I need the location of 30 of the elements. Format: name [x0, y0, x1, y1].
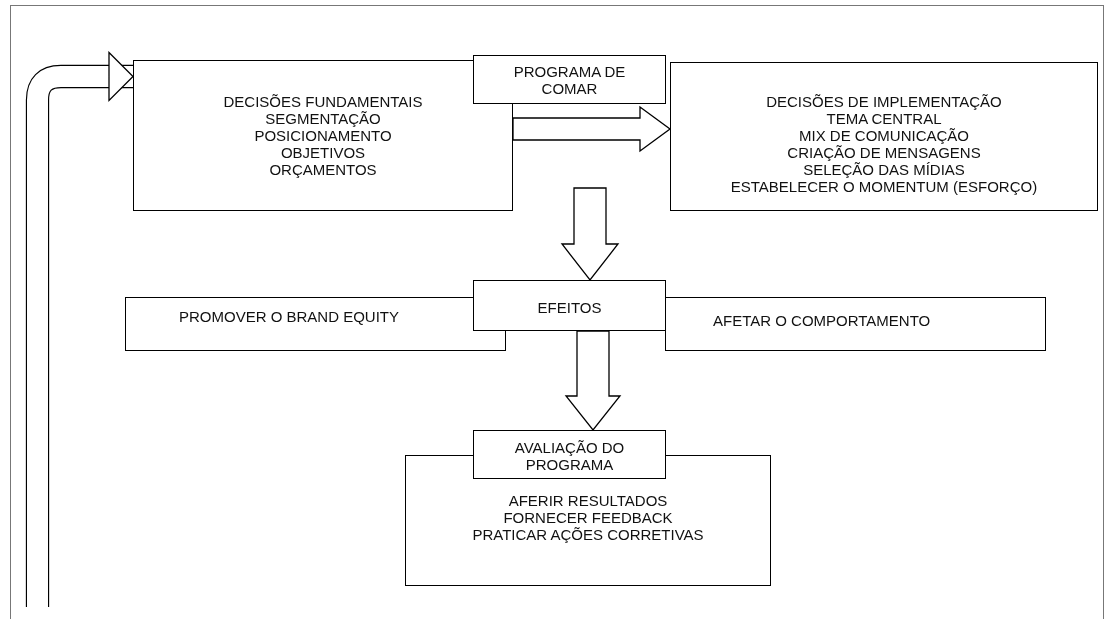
block-arrow — [564, 330, 622, 432]
box-text: DECISÕES FUNDAMENTAIS — [223, 93, 423, 110]
text-box — [405, 455, 771, 586]
box-title: PROGRAMA DE COMAR — [512, 63, 627, 97]
box-text: DECISÕES DE IMPLEMENTAÇÃO — [766, 93, 1002, 110]
text-box — [670, 62, 1098, 211]
block-arrow — [560, 187, 620, 282]
box-title: AVALIAÇÃO DO PROGRAMA — [513, 439, 626, 473]
box-title: EFEITOS — [537, 299, 602, 316]
box-text: OBJETIVOS — [280, 144, 366, 161]
text-box — [125, 297, 506, 351]
box-text: FORNECER FEEDBACK — [503, 509, 673, 526]
box-text: SEGMENTAÇÃO — [265, 110, 381, 127]
box-text: ORÇAMENTOS — [269, 161, 377, 178]
box-text: ESTABELECER O MOMENTUM (ESFORÇO) — [730, 178, 1038, 195]
box-text: CRIAÇÃO DE MENSAGENS — [787, 144, 981, 161]
box-text: PROMOVER O BRAND EQUITY — [179, 308, 400, 325]
box-text: POSICIONAMENTO — [254, 127, 392, 144]
text-box — [473, 280, 666, 331]
box-text: SELEÇÃO DAS MÍDIAS — [803, 161, 965, 178]
text-box — [665, 297, 1046, 351]
block-arrow — [512, 105, 672, 153]
text-box — [473, 430, 666, 479]
box-text: AFERIR RESULTADOS — [508, 492, 668, 509]
box-text: AFETAR O COMPORTAMENTO — [713, 312, 931, 329]
text-box — [133, 60, 513, 211]
box-text: PRATICAR AÇÕES CORRETIVAS — [472, 526, 704, 543]
text-box — [473, 55, 666, 104]
box-text: MIX DE COMUNICAÇÃO — [799, 127, 969, 144]
box-text: TEMA CENTRAL — [826, 110, 942, 127]
